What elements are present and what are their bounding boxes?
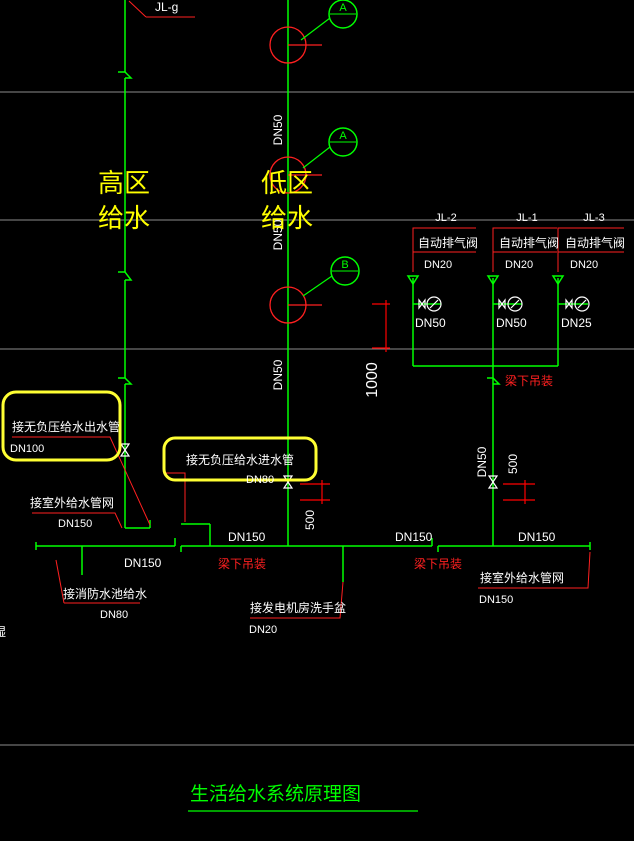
grid-lines [0, 91, 634, 746]
meter-circles [269, 26, 322, 324]
bubble-a2-letter: A [339, 130, 347, 142]
riser-jl1-valve: 自动排气阀 [499, 235, 559, 250]
riser-dn-upper: DN50 [271, 114, 285, 145]
main-dn-c: DN150 [395, 530, 433, 544]
riser-jl3-valve: 自动排气阀 [565, 235, 625, 250]
high-zone-riser [118, 0, 150, 529]
beam-hanging-right: 梁下吊装 [505, 373, 553, 388]
riser-jl2-pipe-dn: DN50 [415, 316, 446, 330]
jl-g-tag: JL-g [128, 0, 195, 18]
riser-jl2-valve-dn: DN20 [424, 259, 452, 271]
beam-hanging-left: 梁下吊装 [218, 556, 266, 571]
dim-1000: 1000 [364, 362, 381, 398]
bubble-a1-letter: A [339, 2, 347, 14]
dim-500-right: 500 [506, 454, 520, 474]
beam-hanging-mid: 梁下吊装 [414, 556, 462, 571]
riser-jl1-name: JL-1 [516, 212, 537, 224]
outdoor-left-label: 接室外给水管网 [30, 495, 114, 510]
outlet-label: 接无负压给水出水管 [12, 419, 120, 434]
low-zone-line1: 低区 [261, 169, 313, 199]
main-dn-b: DN150 [228, 530, 266, 544]
gauges [418, 296, 590, 312]
inlet-label: 接无负压给水进水管 [186, 452, 294, 467]
main-dn-a: DN150 [124, 556, 162, 570]
bubble-a1: A [300, 0, 358, 41]
generator-sink-dn: DN20 [249, 624, 277, 636]
bubble-a2: A [302, 127, 358, 169]
riser-dn-lower: DN50 [271, 359, 285, 390]
highlight-outlet-box [1, 390, 122, 462]
leaders [12, 436, 591, 619]
riser-dn-middle: DN50 [271, 219, 285, 250]
riser-jl1-valve-dn: DN20 [505, 259, 533, 271]
bubble-b-letter: B [341, 259, 348, 271]
high-zone-line1: 高区 [98, 169, 150, 199]
jl-g-label: JL-g [155, 0, 178, 14]
bubble-b: B [302, 256, 360, 297]
outdoor-right-dn: DN150 [479, 594, 513, 606]
high-zone-line2: 给水 [98, 204, 150, 234]
main-dn-d: DN150 [518, 530, 556, 544]
dimension-marks [300, 300, 535, 504]
highlight-inlet-box [162, 436, 318, 482]
diagram-title: 生活给水系统原理图 [190, 783, 361, 805]
gate-valves [119, 443, 499, 489]
cut-off-label: 湿 [0, 624, 6, 639]
fire-pool-label: 接消防水池给水 [63, 586, 147, 601]
generator-sink-label: 接发电机房洗手盆 [250, 600, 346, 615]
low-zone-line2: 给水 [261, 204, 313, 234]
right-risers-piping [406, 275, 588, 546]
riser-jl2-valve: 自动排气阀 [418, 235, 478, 250]
main-header [35, 520, 591, 582]
riser-jl1-pipe-dn: DN50 [496, 316, 527, 330]
riser-jl3-pipe-dn: DN25 [561, 316, 592, 330]
outlet-dn: DN100 [10, 443, 44, 455]
riser-tags [412, 227, 624, 272]
outdoor-left-dn: DN150 [58, 518, 92, 530]
riser-jl3-valve-dn: DN20 [570, 259, 598, 271]
riser-jl3-name: JL-3 [583, 212, 604, 224]
inlet-dn: DN80 [246, 474, 274, 486]
fire-pool-dn: DN80 [100, 609, 128, 621]
dim-500-left: 500 [303, 510, 317, 530]
outdoor-right-label: 接室外给水管网 [480, 570, 564, 585]
riser-jl2-name: JL-2 [435, 212, 456, 224]
riser-right-dn: DN50 [475, 446, 489, 477]
